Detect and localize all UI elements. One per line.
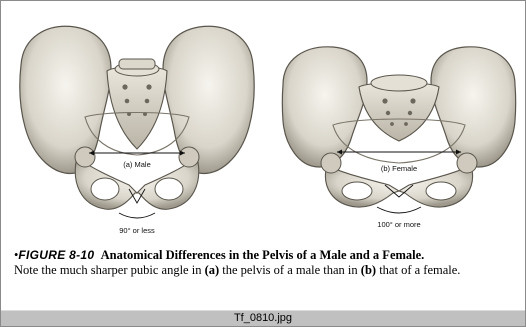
caption-text-3: that of a female. (376, 263, 460, 277)
female-pelvis (282, 47, 516, 213)
caption-text-1: Note the much sharper pubic angle in (14, 263, 205, 277)
pelvis-illustration: (a) Male 90° or less (7, 7, 519, 241)
figure-number: FIGURE 8-10 (18, 248, 94, 262)
status-filename: Tf_0810.jpg (234, 312, 292, 324)
figure-caption: •FIGURE 8-10 Anatomical Differences in t… (14, 248, 514, 277)
male-caption: (a) Male (123, 160, 151, 169)
caption-text-2: the pelvis of a male than in (219, 263, 361, 277)
male-pelvis (20, 26, 254, 218)
caption-ref-a: (a) (205, 263, 220, 277)
male-angle-label: 90° or less (119, 226, 155, 235)
female-caption: (b) Female (381, 164, 417, 173)
caption-ref-b: (b) (361, 263, 376, 277)
figure-title: Anatomical Differences in the Pelvis of … (101, 248, 425, 262)
female-angle-label: 100° or more (377, 220, 420, 229)
status-bar: Tf_0810.jpg (1, 309, 525, 326)
